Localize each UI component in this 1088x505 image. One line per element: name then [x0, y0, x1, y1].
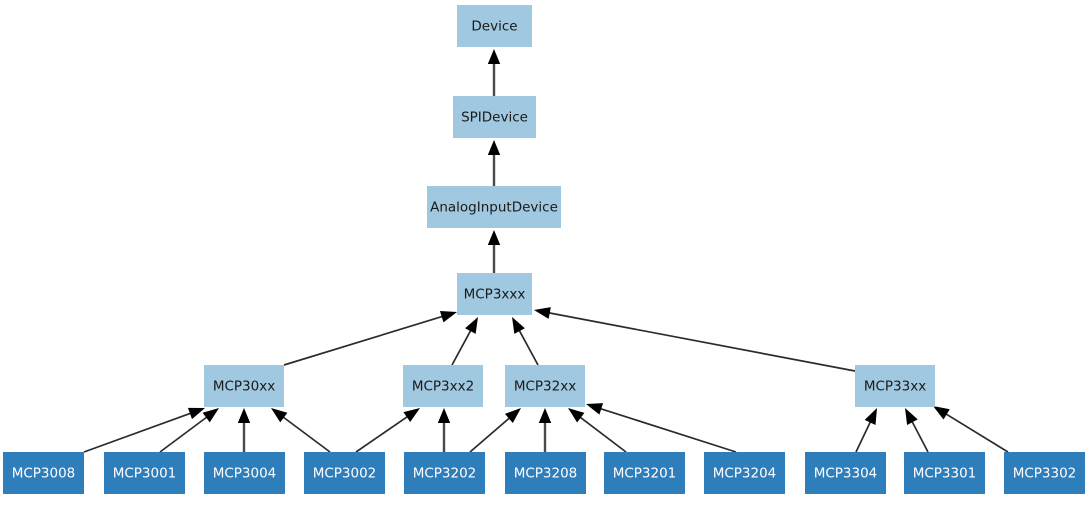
arrowhead-icon: [905, 408, 918, 425]
edge-line: [469, 416, 511, 453]
class-node-mcp3xxx[interactable]: MCP3xxx: [457, 273, 532, 315]
edge-line: [855, 420, 872, 453]
arrowhead-icon: [864, 408, 877, 426]
class-node-box[interactable]: [457, 273, 532, 315]
class-node-box[interactable]: [3, 452, 84, 494]
inheritance-edge: [237, 408, 251, 452]
arrowhead-icon: [504, 408, 521, 423]
inheritance-edge: [83, 407, 205, 453]
class-node-box[interactable]: [904, 452, 985, 494]
inheritance-edge: [855, 408, 877, 453]
inheritance-edge: [355, 408, 420, 453]
arrowhead-icon: [933, 406, 950, 420]
class-node-device[interactable]: Device: [457, 5, 532, 47]
inheritance-edge: [905, 408, 929, 453]
edge-line: [517, 328, 539, 366]
edge-line: [578, 415, 627, 453]
arrowhead-icon: [538, 408, 552, 423]
arrowhead-icon: [568, 408, 585, 423]
arrowhead-icon: [237, 408, 251, 423]
class-node-box[interactable]: [604, 452, 685, 494]
arrowhead-icon: [487, 140, 501, 155]
arrowhead-icon: [439, 310, 457, 323]
edge-line: [281, 415, 331, 453]
arrowhead-icon: [271, 408, 288, 423]
arrowhead-icon: [187, 407, 205, 420]
inheritance-edge: [586, 403, 737, 453]
edge-line: [547, 311, 856, 372]
edge-layer: [83, 49, 1009, 453]
class-node-box[interactable]: [1004, 452, 1085, 494]
class-node-box[interactable]: [104, 452, 185, 494]
arrowhead-icon: [403, 408, 420, 423]
arrowhead-icon: [586, 403, 604, 415]
class-node-mcp3301[interactable]: MCP3301: [904, 452, 985, 494]
class-node-box[interactable]: [704, 452, 785, 494]
class-node-box[interactable]: [304, 452, 385, 494]
class-node-box[interactable]: [204, 452, 285, 494]
inheritance-edge: [437, 408, 451, 452]
class-node-mcp3004[interactable]: MCP3004: [204, 452, 285, 494]
class-node-mcp30xx[interactable]: MCP30xx: [204, 365, 284, 407]
edge-line: [83, 411, 193, 453]
class-node-mcp3208[interactable]: MCP3208: [505, 452, 586, 494]
class-node-box[interactable]: [457, 5, 532, 47]
class-node-box[interactable]: [855, 365, 935, 407]
arrowhead-icon: [534, 307, 551, 319]
arrowhead-icon: [202, 408, 219, 423]
arrowhead-icon: [437, 408, 451, 423]
class-node-box[interactable]: [453, 96, 536, 138]
edge-line: [355, 415, 409, 453]
class-node-mcp3304[interactable]: MCP3304: [805, 452, 886, 494]
edge-line: [159, 415, 209, 453]
inheritance-edge: [568, 408, 627, 453]
class-node-box[interactable]: [427, 186, 561, 228]
inheritance-edge: [487, 230, 501, 273]
class-node-box[interactable]: [505, 452, 586, 494]
inheritance-edge: [512, 317, 539, 366]
class-node-mcp3008[interactable]: MCP3008: [3, 452, 84, 494]
inheritance-edge: [487, 49, 501, 96]
class-node-box[interactable]: [805, 452, 886, 494]
inheritance-edge: [538, 408, 552, 452]
class-node-mcp3xx2[interactable]: MCP3xx2: [403, 365, 483, 407]
inheritance-edge: [271, 408, 331, 453]
arrowhead-icon: [465, 317, 478, 334]
class-node-mcp32xx[interactable]: MCP32xx: [505, 365, 585, 407]
edge-line: [283, 315, 444, 366]
inheritance-edge: [469, 408, 521, 453]
class-node-mcp3201[interactable]: MCP3201: [604, 452, 685, 494]
inheritance-edge: [933, 406, 1009, 453]
arrowhead-icon: [487, 230, 501, 245]
class-node-mcp3001[interactable]: MCP3001: [104, 452, 185, 494]
class-node-box[interactable]: [403, 365, 483, 407]
edge-line: [944, 412, 1009, 453]
class-node-mcp3302[interactable]: MCP3302: [1004, 452, 1085, 494]
inheritance-edge: [487, 140, 501, 186]
arrowhead-icon: [487, 49, 501, 64]
inheritance-edge: [534, 307, 856, 372]
inheritance-edge: [159, 408, 219, 453]
class-node-mcp33xx[interactable]: MCP33xx: [855, 365, 935, 407]
inheritance-edge: [283, 310, 457, 366]
arrowhead-icon: [512, 317, 525, 334]
class-node-mcp3202[interactable]: MCP3202: [404, 452, 485, 494]
class-node-box[interactable]: [505, 365, 585, 407]
class-node-box[interactable]: [204, 365, 284, 407]
edge-line: [910, 420, 929, 453]
class-node-analoginputdevice[interactable]: AnalogInputDevice: [427, 186, 561, 228]
edge-line: [599, 407, 737, 453]
class-node-box[interactable]: [404, 452, 485, 494]
inheritance-edge: [451, 317, 478, 366]
edge-line: [451, 328, 473, 366]
class-node-mcp3002[interactable]: MCP3002: [304, 452, 385, 494]
class-node-mcp3204[interactable]: MCP3204: [704, 452, 785, 494]
class-node-spidevice[interactable]: SPIDevice: [453, 96, 536, 138]
